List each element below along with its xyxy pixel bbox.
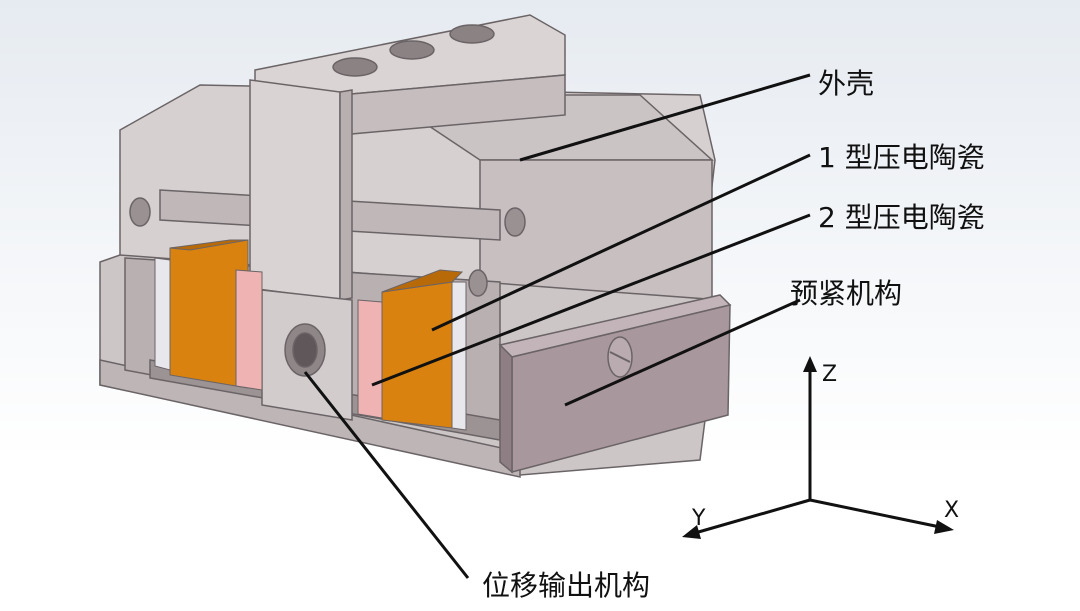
coordinate-axes: [682, 356, 954, 539]
z-arrow: [803, 356, 817, 372]
leader-housing: [519, 73, 811, 162]
leader-lines: [303, 73, 811, 579]
leader-piezo-type2: [371, 213, 811, 387]
axis-label-y: Y: [692, 506, 706, 531]
piezo-stack-right: [357, 269, 467, 431]
output-mechanism: [249, 79, 353, 421]
label-piezo-type2: 2 型压电陶瓷: [818, 201, 985, 234]
axis-label-z: Z: [822, 362, 838, 387]
preload-mechanism: [498, 294, 732, 474]
x-arrow: [934, 520, 954, 534]
x-axis: [809, 498, 941, 529]
label-output: 位移输出机构: [482, 569, 651, 602]
label-housing: 外壳: [818, 67, 875, 100]
top-plate: [254, 14, 566, 136]
leader-output: [303, 371, 470, 579]
y-axis: [694, 498, 811, 535]
piezo-stack-left: [154, 239, 263, 391]
axis-label-x: X: [944, 498, 960, 523]
y-arrow: [682, 525, 701, 539]
label-preload: 预紧机构: [790, 277, 903, 310]
leader-piezo-type1: [431, 153, 811, 332]
leader-preload: [564, 298, 801, 407]
label-piezo-type1: 1 型压电陶瓷: [818, 141, 985, 174]
